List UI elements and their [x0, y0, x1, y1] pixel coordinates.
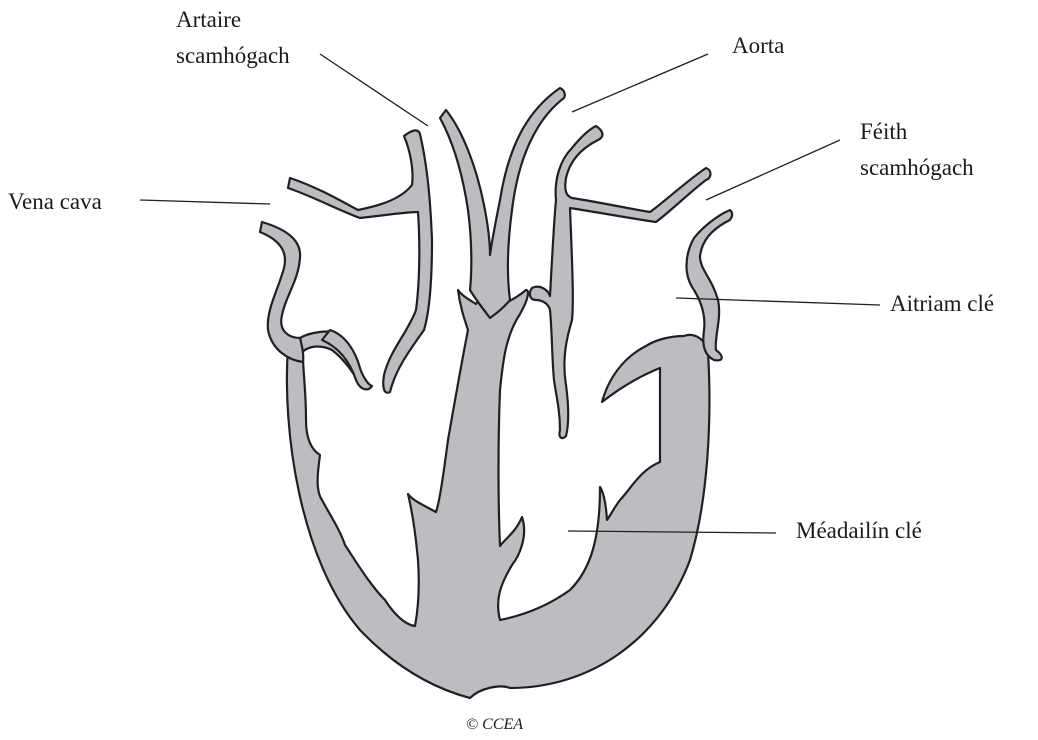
pulmonary-vein-label-line2: scamhógach	[860, 154, 974, 182]
copyright-notice: © CCEA	[466, 716, 523, 734]
aorta-label: Aorta	[732, 32, 784, 60]
pulmonary-artery-vessel	[288, 130, 432, 392]
left-atrium-label: Aitriam clé	[890, 290, 994, 318]
vena-cava-vessel	[260, 222, 303, 362]
pulmonary-artery-leader	[320, 54, 428, 126]
aorta-root-vessel	[440, 88, 565, 318]
vena-cava-label: Vena cava	[8, 188, 102, 216]
pulmonary-artery-label-line1: Artaire	[176, 6, 241, 34]
pulmonary-artery-label-line2: scamhógach	[176, 42, 290, 70]
vena-cava-leader	[140, 200, 270, 204]
pulmonary-vein-leader	[706, 140, 840, 200]
heart-wall	[287, 250, 710, 698]
pulmonary-vein-label-line1: Féith	[860, 118, 907, 146]
pulmonary-artery-branch	[322, 330, 372, 389]
aorta-leader	[572, 54, 708, 112]
left-ventricle-label: Méadailín clé	[796, 517, 922, 545]
